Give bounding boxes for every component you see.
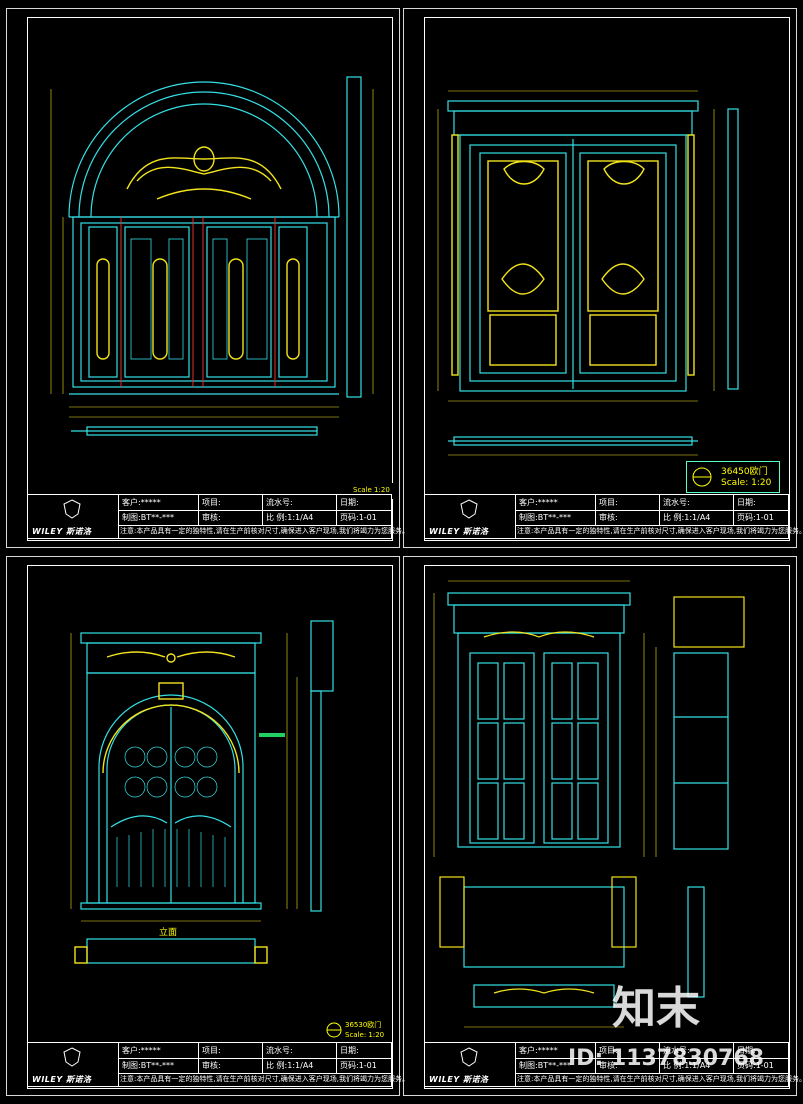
notice-text: 注意:本产品具有一定的独特性,请在生产前核对尺寸,确保进入客户现场,我们将竭力为… [120, 1075, 410, 1083]
drawing-sheet-4: WILEY 斯诺洛 客户:***** 项目: 流水号: 日期: 制图:BT**-… [403, 556, 803, 1096]
page-value: 1-01 [358, 1061, 377, 1070]
shield-icon [460, 499, 478, 519]
title-stamp: 36450欧门 Scale: 1:20 [686, 461, 780, 493]
section-mark-icon [326, 1022, 342, 1038]
client-value: ***** [537, 1046, 558, 1055]
ratio-label: 比 例: [266, 513, 288, 522]
ratio-value: 1:1/A4 [287, 1061, 314, 1070]
scale-text: Scale 1:20 [353, 486, 390, 494]
notice-text: 注意:本产品具有一定的独特性,请在生产前核对尺寸,确保进入客户现场,我们将竭力为… [120, 527, 410, 535]
client-value: ***** [140, 1046, 161, 1055]
page-label: 页码: [340, 513, 359, 522]
project-label: 项目: [595, 495, 659, 510]
project-label: 项目: [595, 1043, 659, 1058]
ratio-label: 比 例: [663, 1061, 685, 1070]
double-door-elevation [437, 90, 739, 456]
title-block: WILEY 斯诺洛 客户:***** 项目: 流水号: 日期: 制图:BT**-… [424, 494, 803, 539]
drawing-title: 36450欧门 [721, 467, 768, 477]
section-mark-icon [692, 467, 712, 487]
serial-label: 流水号: [659, 1043, 733, 1058]
drawn-value: BT**-*** [537, 513, 571, 522]
drawing-sheet-3: 立面 36530欧门 Scale: 1:20 WILEY 斯诺洛 客户:****… [6, 556, 409, 1096]
client-label: 客户: [122, 1046, 141, 1055]
ratio-label: 比 例: [266, 1061, 288, 1070]
drawn-label: 制图: [519, 1061, 538, 1070]
date-label: 日期: [733, 495, 793, 510]
client-label: 客户: [519, 498, 538, 507]
arched-top-door-elevation [70, 620, 334, 964]
shield-icon [460, 1047, 478, 1067]
page-label: 页码: [737, 513, 756, 522]
ratio-value: 1:1/A4 [684, 513, 711, 522]
panel-door-elevation [433, 580, 745, 1028]
client-value: ***** [140, 498, 161, 507]
sheet-frame [27, 17, 393, 541]
scale-stamp: Scale 1:20 [345, 483, 395, 499]
ratio-value: 1:1/A4 [684, 1061, 711, 1070]
brand-name: WILEY 斯诺洛 [429, 1075, 489, 1084]
date-label: 日期: [336, 1043, 396, 1058]
title-block: WILEY 斯诺洛 客户:***** 项目: 流水号: 日期: 制图:BT**-… [27, 494, 409, 539]
sheet-frame [27, 565, 393, 1089]
client-value: ***** [537, 498, 558, 507]
drawn-value: BT**-*** [140, 513, 174, 522]
serial-label: 流水号: [262, 495, 336, 510]
watermark-brand: 知末 [612, 983, 700, 1034]
review-label: 审核: [198, 1058, 262, 1073]
client-label: 客户: [519, 1046, 538, 1055]
serial-label: 流水号: [262, 1043, 336, 1058]
sheet-frame [424, 565, 790, 1089]
drawn-label: 制图: [122, 513, 141, 522]
serial-label: 流水号: [659, 495, 733, 510]
drawing-sheet-2: 36450欧门 Scale: 1:20 WILEY 斯诺洛 客户:***** 项… [403, 8, 803, 548]
page-label: 页码: [340, 1061, 359, 1070]
review-label: 审核: [198, 510, 262, 525]
brand-name: WILEY 斯诺洛 [32, 1075, 92, 1084]
drawn-label: 制图: [122, 1061, 141, 1070]
section-label: 立面 [159, 928, 178, 938]
page-value: 1-01 [358, 513, 377, 522]
shield-icon [63, 499, 81, 519]
project-label: 项目: [198, 1043, 262, 1058]
arched-door-elevation [50, 76, 374, 436]
company-logo: WILEY 斯诺洛 [28, 495, 119, 539]
title-block: WILEY 斯诺洛 客户:***** 项目: 流水号: 日期: 制图:BT**-… [424, 1042, 803, 1087]
page-value: 1-01 [755, 1061, 774, 1070]
scale-text: Scale: 1:20 [721, 478, 772, 488]
review-label: 审核: [595, 510, 659, 525]
drawing-sheet-1: Scale 1:20 WILEY 斯诺洛 客户:***** 项目: 流水号: 日… [6, 8, 409, 548]
title-stamp: 36530欧门 Scale: 1:20 [325, 1019, 387, 1043]
brand-name: WILEY 斯诺洛 [429, 527, 489, 536]
title-block: WILEY 斯诺洛 客户:***** 项目: 流水号: 日期: 制图:BT**-… [27, 1042, 409, 1087]
watermark-id: ID: 1137830768 [568, 1046, 764, 1071]
drawn-value: BT**-*** [140, 1061, 174, 1070]
drawn-value: BT**-*** [537, 1061, 571, 1070]
sheet-frame [424, 17, 790, 541]
drawn-label: 制图: [519, 513, 538, 522]
drawing-title: 36530欧门 [345, 1021, 382, 1029]
notice-text: 注意:本产品具有一定的独特性,请在生产前核对尺寸,确保进入客户现场,我们将竭力为… [517, 1075, 803, 1083]
brand-name: WILEY 斯诺洛 [32, 527, 92, 536]
client-label: 客户: [122, 498, 141, 507]
company-logo: WILEY 斯诺洛 [28, 1043, 119, 1087]
ratio-label: 比 例: [663, 513, 685, 522]
notice-text: 注意:本产品具有一定的独特性,请在生产前核对尺寸,确保进入客户现场,我们将竭力为… [517, 527, 803, 535]
ratio-value: 1:1/A4 [287, 513, 314, 522]
date-label: 日期: [336, 495, 396, 510]
project-label: 项目: [198, 495, 262, 510]
date-label: 日期: [733, 1043, 793, 1058]
company-logo: WILEY 斯诺洛 [425, 495, 516, 539]
shield-icon [63, 1047, 81, 1067]
company-logo: WILEY 斯诺洛 [425, 1043, 516, 1087]
page-label: 页码: [737, 1061, 756, 1070]
scale-text: Scale: 1:20 [345, 1031, 385, 1039]
page-value: 1-01 [755, 513, 774, 522]
review-label: 审核: [595, 1058, 659, 1073]
